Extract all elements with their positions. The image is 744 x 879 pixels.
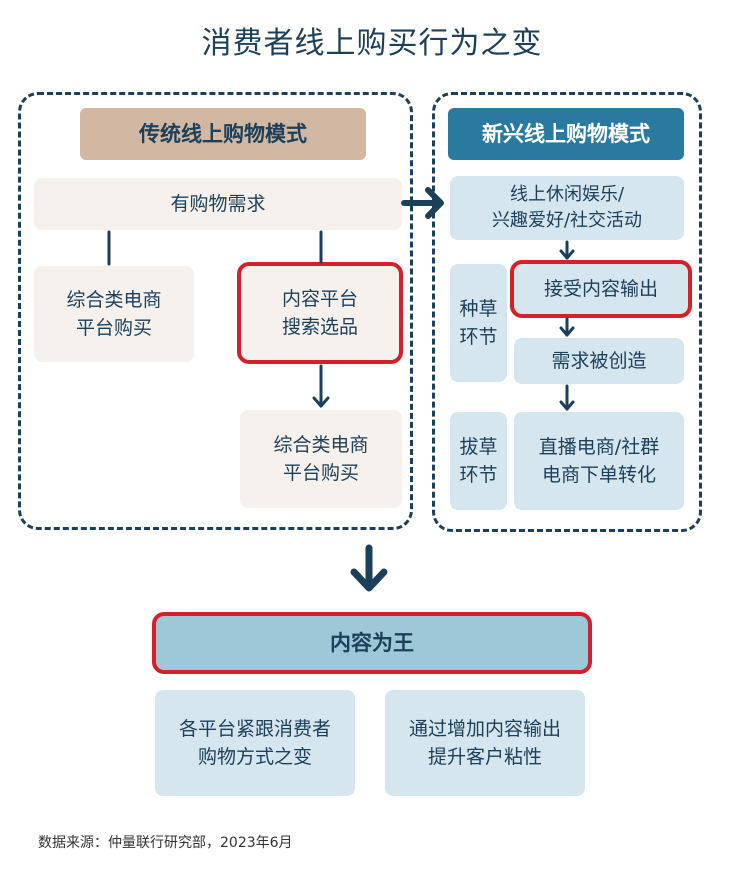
platforms-follow-box: 各平台紧跟消费者 购物方式之变 (155, 690, 355, 796)
general-platform-purchase-box: 综合类电商 平台购买 (240, 410, 402, 508)
receive-content-box: 接受内容输出 (510, 260, 692, 318)
conversion-stage-label: 拔草 环节 (450, 412, 507, 510)
traditional-header: 传统线上购物模式 (80, 108, 366, 160)
source-note: 数据来源：仲量联行研究部，2023年6月 (38, 835, 293, 851)
demand-to-convert-arrowhead (559, 400, 575, 411)
traditional-panel (18, 92, 413, 530)
live-commerce-box: 直播电商/社群 电商下单转化 (514, 412, 684, 510)
seeding-stage-label: 种草 环节 (450, 264, 507, 382)
search-to-purchase-arrowhead (312, 396, 330, 408)
general-platform-box: 综合类电商 平台购买 (34, 266, 194, 362)
traditional-to-emerging-arrowhead (425, 187, 444, 219)
emerging-panel (432, 92, 702, 532)
demand-created-box: 需求被创造 (514, 338, 684, 384)
need-box: 有购物需求 (34, 178, 402, 230)
to-conclusion-arrowhead (350, 568, 388, 592)
page-title: 消费者线上购买行为之变 (201, 26, 543, 61)
leisure-to-receive-arrowhead (559, 249, 575, 260)
emerging-header: 新兴线上购物模式 (448, 108, 684, 160)
content-is-king-header: 内容为王 (152, 612, 592, 674)
receive-to-demand-arrowhead (559, 326, 575, 337)
content-search-box: 内容平台 搜索选品 (237, 262, 403, 364)
leisure-box: 线上休闲娱乐/ 兴趣爱好/社交活动 (450, 176, 684, 240)
increase-content-box: 通过增加内容输出 提升客户粘性 (385, 690, 585, 796)
